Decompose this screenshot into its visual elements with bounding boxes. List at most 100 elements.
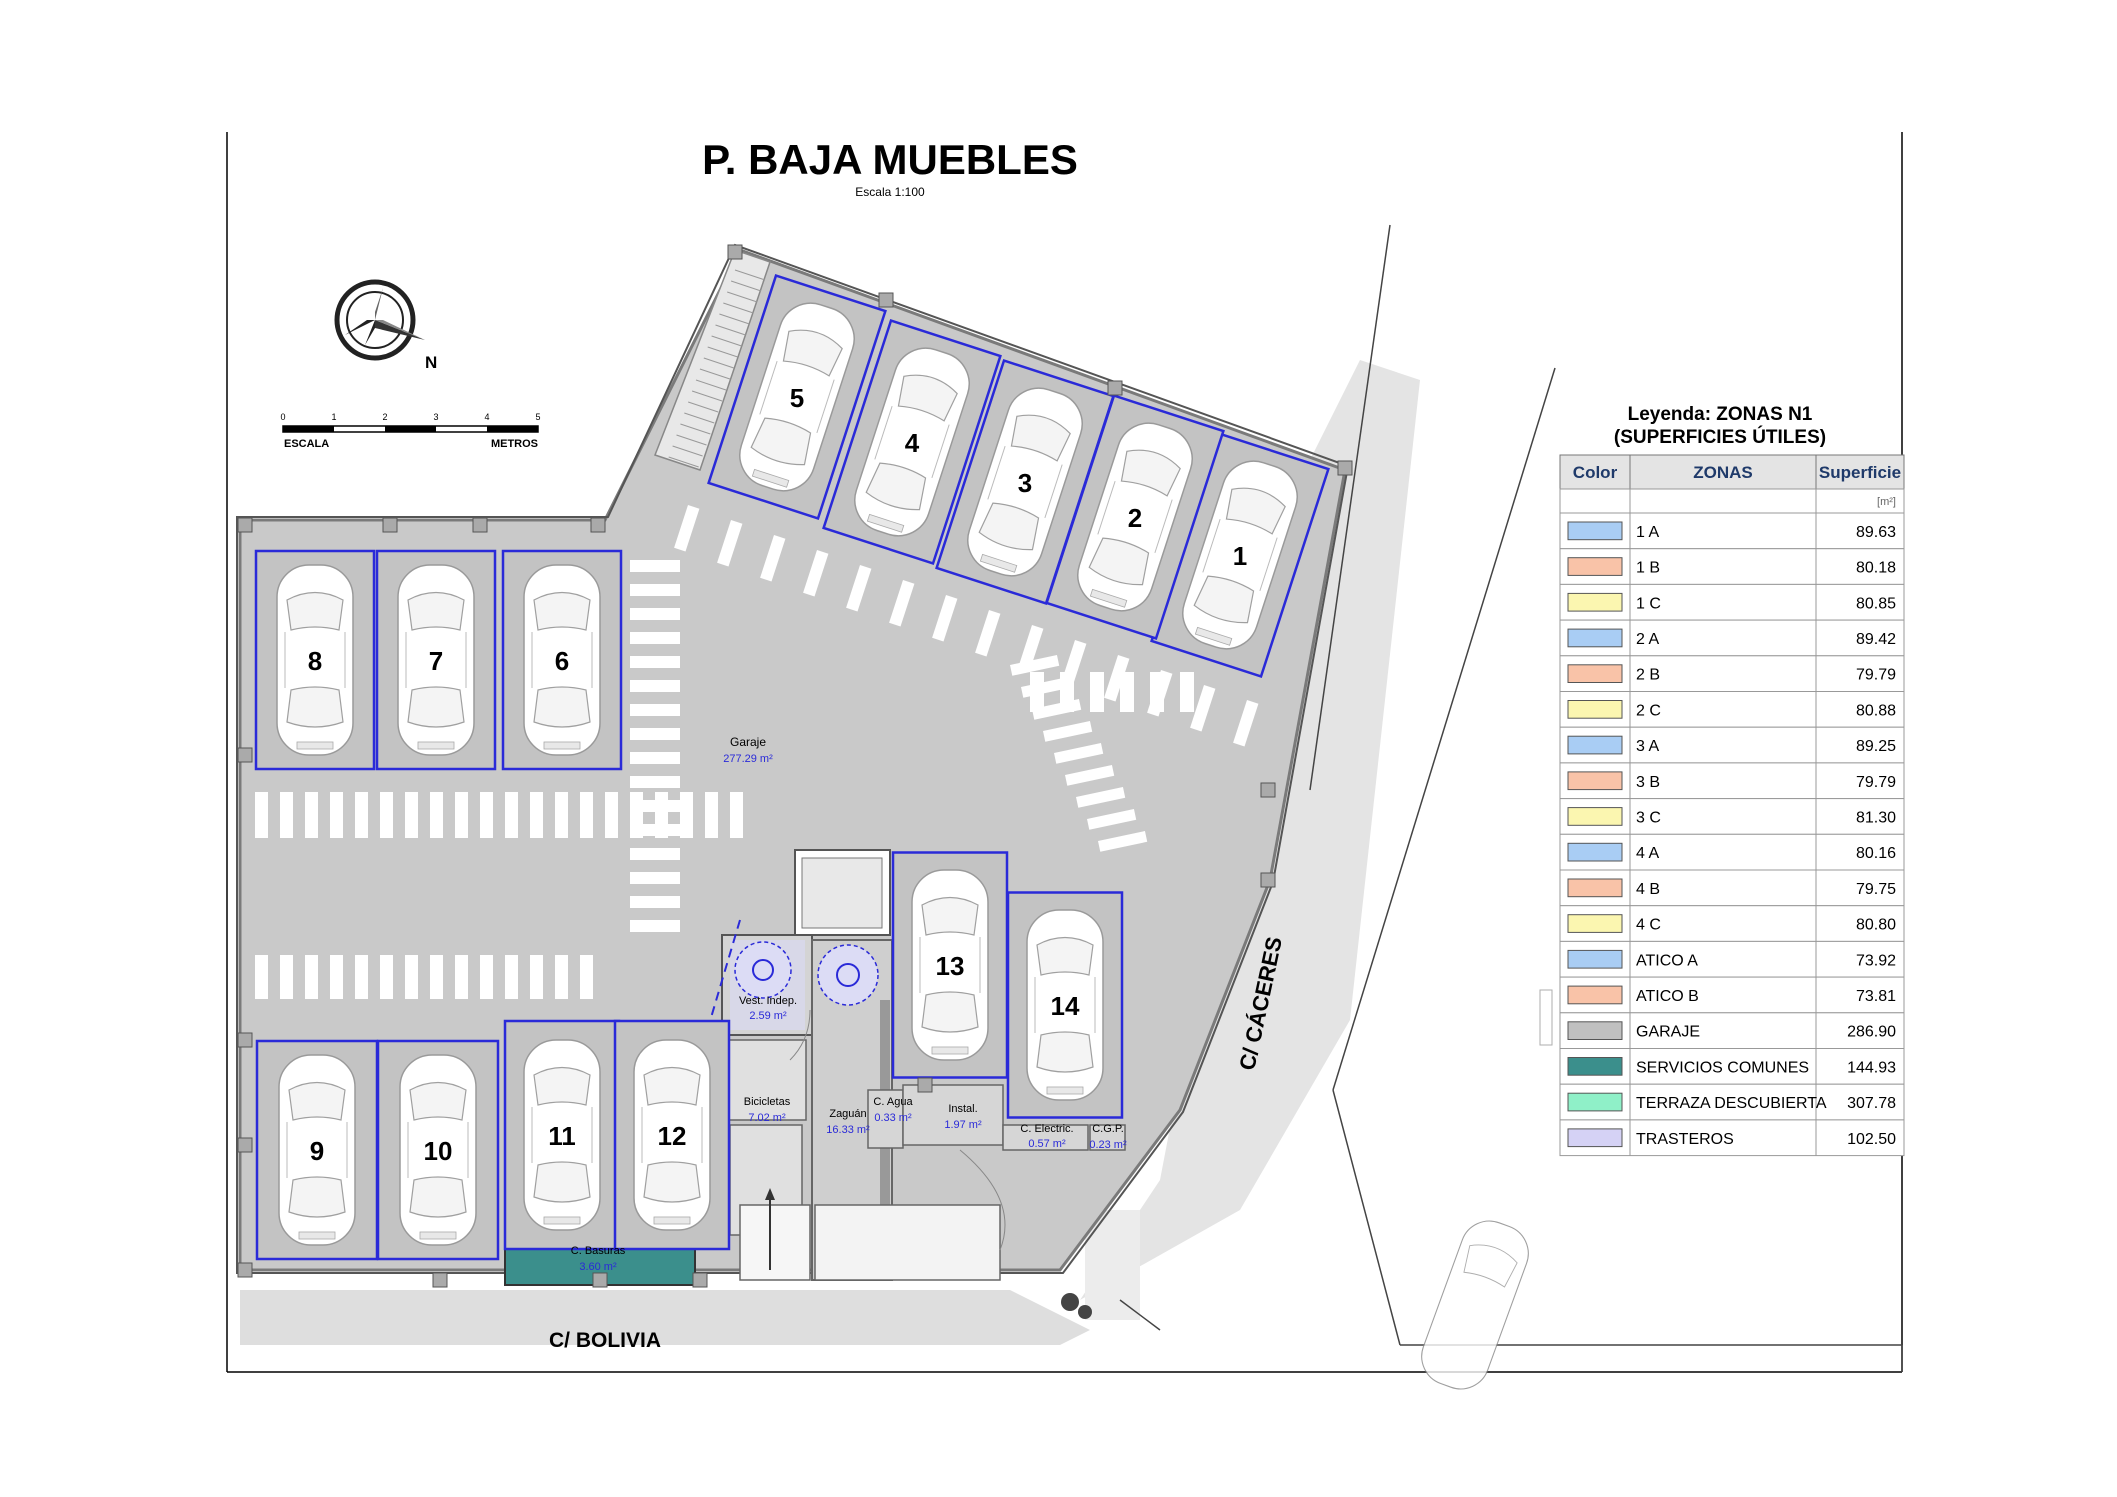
parking-spot-label: 2 [1128, 503, 1142, 533]
column-marker [237, 1137, 253, 1153]
crossing-stripe [330, 792, 343, 838]
parking-spot-label: 13 [936, 951, 965, 981]
column-marker [237, 1032, 253, 1048]
scale-bar-right-label: METROS [491, 438, 538, 450]
column-marker [727, 244, 743, 260]
crossing-stripe [1180, 672, 1194, 712]
parking-spot-3: 3 [935, 358, 1115, 606]
legend-swatch [1567, 592, 1623, 612]
room-zaguan-area: 16.33 m² [826, 1124, 870, 1136]
parking-spot-12: 12 [613, 1019, 731, 1251]
legend-superficie: 144.93 [1847, 1059, 1896, 1076]
crossing-stripe [1054, 743, 1104, 764]
crossing-stripe [630, 560, 680, 572]
column-marker [692, 1272, 708, 1288]
crossing-stripe [355, 792, 368, 838]
crossing-stripe [1060, 672, 1074, 712]
crossing-stripe [674, 504, 700, 552]
legend-swatch [1567, 1021, 1623, 1040]
crossing-stripe [305, 955, 318, 999]
legend-swatch [1567, 771, 1623, 791]
stair-step [684, 412, 715, 424]
legend-zona: 4 C [1636, 917, 1661, 934]
legend-zona: 1 A [1636, 524, 1659, 541]
crossing-stripe [580, 792, 593, 838]
crossing-stripe [1097, 831, 1148, 852]
crossing-stripe [455, 792, 468, 838]
legend-swatch [1567, 735, 1623, 755]
legend-zona: 2 B [1636, 667, 1660, 684]
stair-step [672, 445, 703, 457]
legend-superficie: 89.63 [1856, 524, 1896, 541]
stair-step [680, 423, 711, 435]
crossing-stripe [630, 752, 680, 764]
legend-zona: 2 A [1636, 631, 1659, 648]
crossing-stripe [555, 955, 568, 999]
crossing-stripe [280, 955, 293, 999]
legend-swatch [1567, 914, 1623, 933]
stair-step [695, 379, 727, 391]
stair-step [676, 434, 707, 446]
crossing-stripe [380, 792, 393, 838]
crossing-stripe [280, 792, 293, 838]
compass-icon [334, 279, 425, 361]
legend-header [1559, 454, 1905, 490]
crossing-stripe [630, 656, 680, 668]
crossing-stripe [1030, 672, 1044, 712]
parking-spot-label: 8 [308, 646, 322, 676]
legend-unit: [m²] [1877, 496, 1896, 508]
legend-swatch [1567, 628, 1623, 648]
legend-swatch [1567, 949, 1623, 969]
crossing-stripe [717, 520, 743, 567]
street-bolivia: C/ BOLIVIA [549, 1329, 661, 1352]
stair-step [719, 313, 750, 325]
crossing-stripe [580, 955, 593, 999]
legend-superficie: 80.16 [1856, 845, 1896, 862]
crossing-stripe [630, 872, 680, 884]
column-marker [432, 1272, 448, 1288]
crossing-stripe [630, 896, 680, 908]
crossing-stripe [705, 792, 718, 838]
legend-superficie: 286.90 [1847, 1024, 1896, 1041]
legend-swatch [1567, 1057, 1623, 1076]
crossing-stripe [630, 800, 680, 812]
crossing-stripe [430, 955, 443, 999]
parking-spot-label: 14 [1051, 991, 1080, 1021]
legend-title-line1: Leyenda: ZONAS N1 [1628, 404, 1813, 425]
accessibility-sign [734, 941, 879, 1006]
crossing-stripe [760, 535, 786, 582]
legend-superficie: 80.18 [1856, 560, 1896, 577]
parking-spot-label: 1 [1233, 541, 1247, 571]
column-marker [1337, 460, 1353, 476]
column-marker [382, 517, 398, 533]
parking-spot-4: 4 [822, 318, 1002, 566]
parking-spot-5: 5 [707, 273, 887, 521]
parking-spot-label: 11 [548, 1121, 576, 1151]
room-instal-name: Instal. [948, 1103, 977, 1115]
legend-swatch [1567, 1092, 1623, 1112]
crossing-stripe [1065, 765, 1115, 786]
legend-superficie: 79.75 [1856, 881, 1896, 898]
parking-spot-11: 11 [503, 1019, 621, 1251]
stair-step [691, 390, 723, 402]
parking-spot-label: 5 [790, 383, 804, 413]
stair-step [734, 269, 766, 281]
legend-swatch [1567, 842, 1623, 862]
crossing-stripe [630, 824, 680, 836]
crossing-stripe [480, 955, 493, 999]
crossing-stripe [530, 792, 543, 838]
crossing-stripe [255, 792, 268, 838]
crossing-stripe [630, 632, 680, 644]
column-marker [237, 1262, 253, 1278]
legend-superficie: 81.30 [1856, 809, 1896, 826]
crossing-stripe [455, 955, 468, 999]
crossing-stripe [680, 792, 693, 838]
legend-zona: 2 C [1636, 702, 1661, 719]
parking-spot-10: 10 [376, 1039, 500, 1261]
crossing-stripe [1150, 672, 1164, 712]
